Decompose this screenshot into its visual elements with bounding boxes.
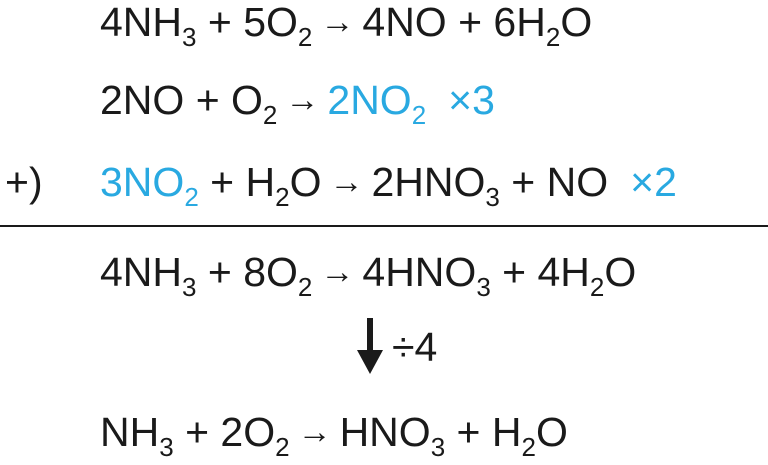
formula-term: O	[289, 159, 322, 205]
subscript: 3	[182, 272, 197, 302]
subscript: 2	[262, 100, 278, 130]
subscript: 2	[275, 182, 290, 212]
formula-term: 2NO + O2	[100, 77, 278, 130]
formula-term: 4NH3	[100, 249, 197, 302]
formula-term: O	[535, 409, 568, 455]
subscript: 2	[521, 432, 536, 462]
subscript: 2	[589, 272, 605, 302]
formula-term: + 4H2	[490, 249, 605, 302]
multiplier: ×2	[630, 159, 677, 205]
formula-term: NH3	[100, 409, 174, 462]
multiplier: ×3	[448, 77, 495, 123]
formula-term: 4NO + 6H2	[362, 0, 561, 52]
sum-prefix: +)	[5, 159, 43, 205]
subscript: 2	[297, 272, 313, 302]
reaction-arrow: →	[320, 3, 355, 41]
sum-equation: 4NH3 + 8O2→4HNO3 + 4H2O	[100, 247, 637, 302]
subscript: 3	[485, 182, 500, 212]
divide-by-4-label: ÷4	[392, 324, 438, 370]
equation-1: 4NH3 + 5O2→4NO + 6H2O	[100, 0, 593, 52]
sum-rule	[0, 225, 768, 227]
formula-term: + H2	[198, 159, 290, 212]
formula-term: HNO3	[339, 409, 446, 462]
subscript: 3	[182, 22, 197, 52]
formula-term: + H2	[445, 409, 536, 462]
subscript: 2	[275, 432, 290, 462]
formula-term: 2NO2	[327, 77, 427, 130]
formula-term: + 2O2	[173, 409, 290, 462]
reaction-arrow: →	[320, 253, 355, 291]
subscript: 2	[411, 100, 427, 130]
subscript: 3	[159, 432, 174, 462]
formula-term: 4NH3	[100, 0, 197, 52]
formula-term: 3NO2	[100, 159, 199, 212]
subscript: 2	[184, 182, 199, 212]
equation-2: 2NO + O2→2NO2 ×3	[100, 75, 495, 130]
formula-term: + 8O2	[196, 249, 313, 302]
equation-3: 3NO2 + H2O→2HNO3 + NO ×2	[100, 157, 677, 212]
formula-term: 4HNO3	[362, 249, 491, 302]
down-arrow-icon	[357, 318, 383, 374]
formula-term: O	[560, 0, 593, 45]
reaction-arrow: →	[329, 163, 364, 201]
final-equation: NH3 + 2O2→HNO3 + H2O	[100, 407, 568, 462]
subscript: 3	[476, 272, 491, 302]
subscript: 2	[545, 22, 561, 52]
formula-term: O	[604, 249, 637, 295]
formula-term: + NO	[499, 159, 609, 205]
reaction-arrow: →	[297, 413, 332, 451]
formula-term: 2HNO3	[371, 159, 500, 212]
reaction-arrow: →	[285, 81, 320, 119]
subscript: 2	[297, 22, 313, 52]
subscript: 3	[430, 432, 446, 462]
formula-term: + 5O2	[196, 0, 313, 52]
